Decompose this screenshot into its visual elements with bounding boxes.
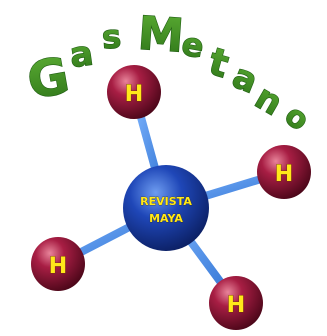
center-label-line2: MAYA	[149, 212, 183, 225]
title-letter: M	[136, 6, 185, 63]
center-sphere	[123, 165, 209, 251]
title-letter: t	[204, 39, 234, 86]
center-atom: REVISTA MAYA	[123, 165, 209, 251]
hydrogen-sphere	[257, 145, 311, 199]
center-label-line1: REVISTA	[140, 195, 192, 208]
hydrogen-label: H	[227, 293, 245, 318]
title-gas-metano: G a s M e t a n o	[22, 5, 316, 139]
hydrogen-sphere	[209, 276, 263, 330]
title-letter: a	[67, 33, 95, 76]
title-letter: s	[101, 17, 123, 56]
hydrogen-atom-left: H	[31, 237, 85, 291]
hydrogen-label: H	[49, 254, 67, 279]
hydrogen-atom-right: H	[257, 145, 311, 199]
hydrogen-sphere	[31, 237, 85, 291]
hydrogen-label: H	[275, 162, 293, 187]
hydrogen-atom-top: H	[107, 65, 161, 119]
title-letter: o	[278, 98, 316, 138]
hydrogen-sphere	[107, 65, 161, 119]
hydrogen-atom-bottom: H	[209, 276, 263, 330]
hydrogen-label: H	[125, 82, 143, 107]
title-letter: G	[23, 46, 73, 110]
